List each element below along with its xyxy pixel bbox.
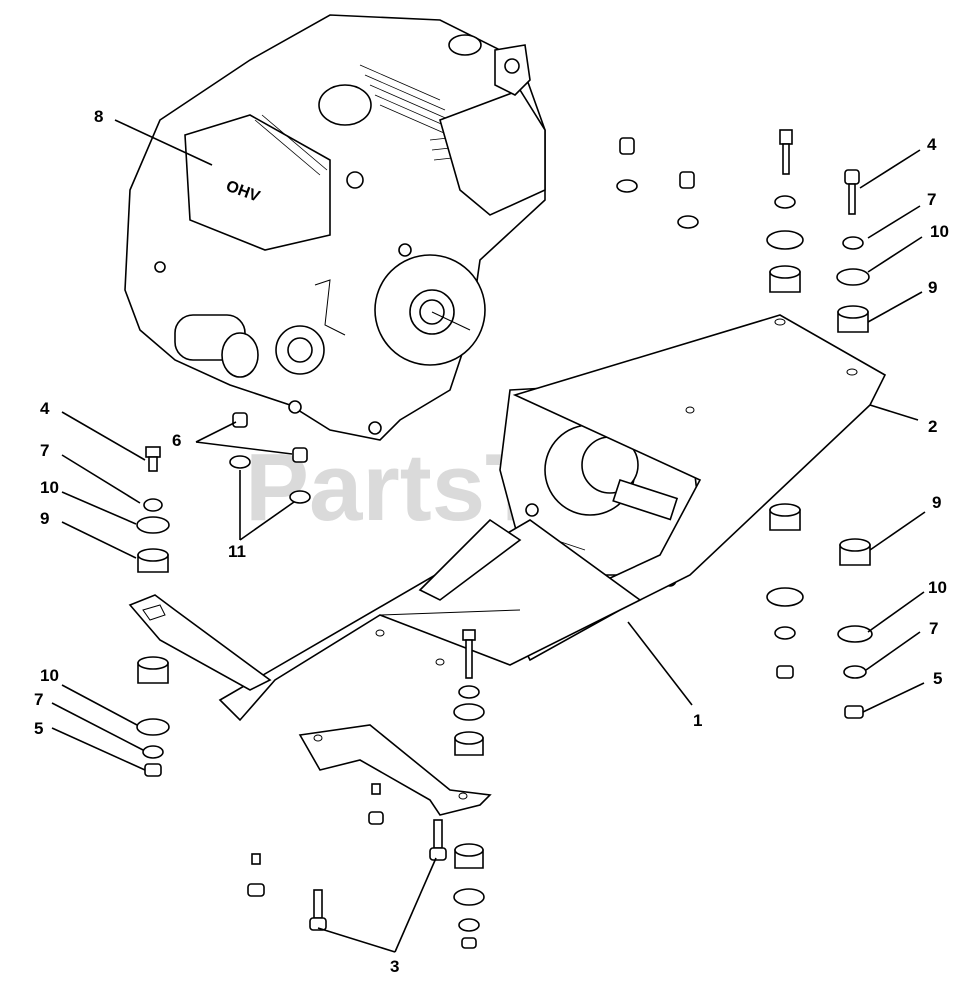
callout-3: 3	[390, 957, 399, 976]
leader-lines	[51, 119, 926, 953]
callout-9-left: 9	[40, 509, 49, 528]
callout-1: 1	[693, 711, 702, 730]
callout-9-right-top: 9	[928, 278, 937, 297]
callout-6: 6	[172, 431, 181, 450]
hardware	[136, 129, 873, 949]
callouts: 8 4 7 10 9 2 4 7 10 9 6 11 9 10 7 5 10 7…	[34, 107, 949, 976]
callout-7-right-mid: 7	[929, 619, 938, 638]
callout-5-left: 5	[34, 719, 43, 738]
callout-10-left-bottom: 10	[40, 666, 59, 685]
callout-4-left: 4	[40, 399, 50, 418]
callout-8: 8	[94, 107, 103, 126]
engine: OHV	[124, 14, 546, 441]
callout-7-left-bottom: 7	[34, 690, 43, 709]
frame	[128, 518, 642, 816]
callout-4-right: 4	[927, 135, 937, 154]
callout-10-left-top: 10	[40, 478, 59, 497]
callout-10-right-mid: 10	[928, 578, 947, 597]
callout-2: 2	[928, 417, 937, 436]
callout-7-right-top: 7	[927, 190, 936, 209]
callout-9-right-mid: 9	[932, 493, 941, 512]
callout-10-right-top: 10	[930, 222, 949, 241]
callout-11: 11	[228, 542, 246, 561]
callout-7-left-top: 7	[40, 441, 49, 460]
callout-5-right: 5	[933, 669, 942, 688]
mount-plate	[512, 314, 887, 662]
